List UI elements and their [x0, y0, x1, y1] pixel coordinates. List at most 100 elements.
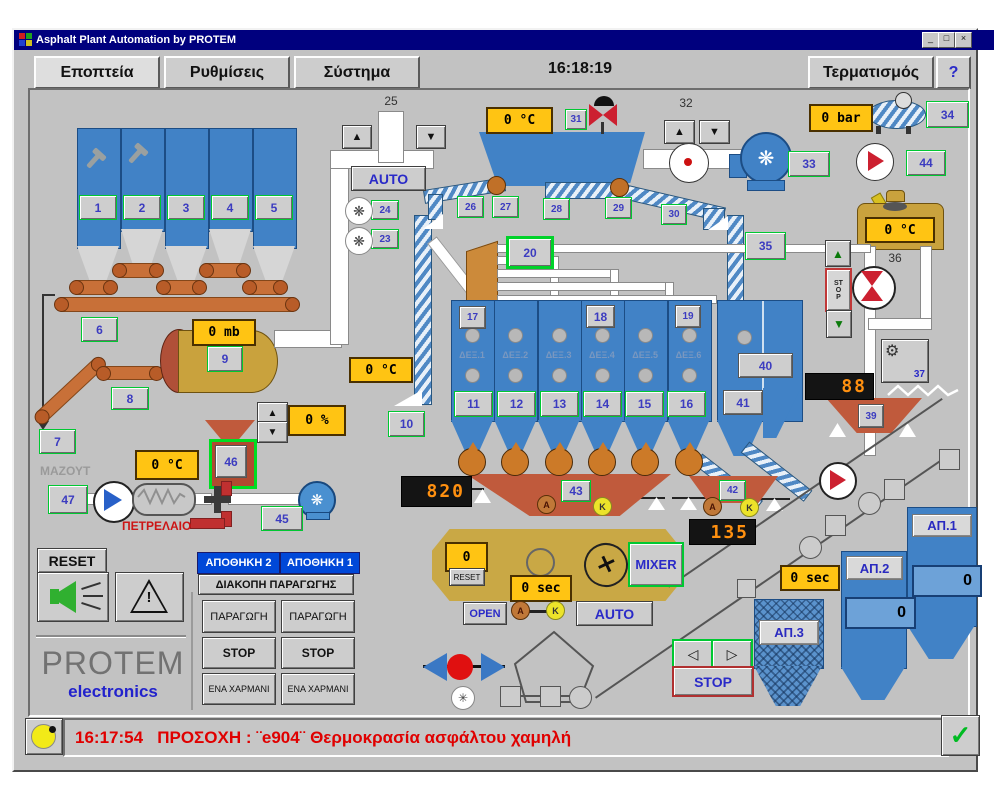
badge-15[interactable]: 15: [625, 391, 664, 417]
badge-9[interactable]: 9: [207, 346, 243, 372]
help-button[interactable]: ?: [936, 56, 971, 89]
alarm-confirm-button[interactable]: ✓: [941, 715, 980, 756]
badge-2[interactable]: 2: [123, 195, 161, 220]
production-button-2[interactable]: ΠΑΡΑΓΩΓΗ: [202, 600, 276, 633]
badge-23[interactable]: 23: [371, 229, 399, 249]
valve-icon: [603, 104, 617, 126]
badge-11[interactable]: 11: [454, 391, 493, 417]
badge-17[interactable]: 17: [459, 306, 486, 329]
logo-electronics: electronics: [68, 682, 158, 701]
badge-1[interactable]: 1: [79, 195, 117, 220]
hot-bin-label: ΔΕΞ.3: [545, 350, 572, 360]
badge-42[interactable]: 42: [719, 480, 746, 501]
gate-25-slider[interactable]: [378, 111, 404, 163]
badge-30[interactable]: 30: [661, 204, 687, 225]
badge-16[interactable]: 16: [667, 391, 706, 417]
skip-station: [500, 686, 521, 707]
level-sensor: [551, 368, 567, 383]
maximize-button[interactable]: □: [938, 32, 955, 48]
pressure-display-dryer: 0 mb: [192, 319, 256, 346]
mixer-reset-button[interactable]: RESET: [449, 568, 485, 586]
temp-display-filter: 0 °C: [349, 357, 413, 383]
badge-41[interactable]: 41: [723, 390, 763, 415]
burner-blower-base: [306, 512, 330, 520]
skip-stop-button[interactable]: STOP: [672, 666, 754, 697]
pump-37-button[interactable]: 37: [881, 339, 929, 383]
marker-K: K: [593, 497, 612, 516]
auto-button-mixer[interactable]: AUTO: [576, 601, 653, 626]
badge-34[interactable]: 34: [926, 101, 969, 128]
badge-33[interactable]: 33: [788, 151, 830, 177]
diverter-knob[interactable]: [447, 654, 473, 680]
badge-6[interactable]: 6: [81, 317, 118, 342]
horn-button[interactable]: [37, 572, 109, 622]
badge-46[interactable]: 46: [215, 445, 247, 478]
level-sensor: [638, 328, 654, 343]
burner-down-button[interactable]: ▼: [257, 421, 288, 443]
alarm-ack-button[interactable]: [25, 718, 63, 755]
pulley: [487, 176, 506, 195]
skip-right-button[interactable]: ▷: [711, 639, 753, 669]
stop-button-1[interactable]: STOP: [281, 637, 355, 669]
one-batch-button-2[interactable]: ΕΝΑ ΧΑΡΜΑΝΙ: [202, 673, 276, 705]
badge-10[interactable]: 10: [388, 411, 425, 437]
stop-button-2[interactable]: STOP: [202, 637, 276, 669]
badge-31[interactable]: 31: [565, 109, 587, 130]
badge-44[interactable]: 44: [906, 150, 946, 176]
auto-button-top[interactable]: AUTO: [351, 166, 426, 191]
shutdown-button[interactable]: Τερματισμός: [808, 56, 934, 89]
skip-station: [540, 686, 561, 707]
gate32-down-button[interactable]: ▼: [699, 120, 730, 144]
badge-27[interactable]: 27: [492, 196, 519, 218]
badge-45[interactable]: 45: [261, 506, 303, 531]
badge-20[interactable]: 20: [506, 236, 554, 269]
stop-production-button[interactable]: ΔΙΑΚΟΠΗ ΠΑΡΑΓΩΓΗΣ: [198, 574, 354, 595]
gate25-up-button[interactable]: ▲: [342, 125, 372, 149]
discharge-gate: [631, 442, 660, 476]
gate25-down-button[interactable]: ▼: [416, 125, 446, 149]
cold-feed-silo-5: [253, 128, 297, 249]
bitumen-stop-button[interactable]: STOP: [825, 268, 852, 312]
warehouse-1-header[interactable]: ΑΠΟΘΗΚΗ 1: [280, 552, 360, 574]
badge-43[interactable]: 43: [561, 480, 591, 502]
hot-elevator: [414, 215, 432, 405]
badge-7[interactable]: 7: [39, 429, 76, 454]
badge-14[interactable]: 14: [583, 391, 622, 417]
cold-feed-silo-3: [165, 128, 209, 249]
badge-3[interactable]: 3: [167, 195, 205, 220]
mixer-open-button[interactable]: OPEN: [463, 602, 507, 625]
badge-28[interactable]: 28: [543, 198, 570, 220]
badge-24[interactable]: 24: [371, 200, 399, 220]
badge-18[interactable]: 18: [586, 305, 615, 328]
mixer-button[interactable]: MIXER: [628, 542, 684, 587]
alarm-reset-button[interactable]: RESET: [37, 548, 107, 573]
warehouse-2-header[interactable]: ΑΠΟΘΗΚΗ 2: [197, 552, 280, 574]
badge-19[interactable]: 19: [675, 305, 701, 328]
discharge-gate: [544, 442, 573, 476]
bitumen-up-button[interactable]: ▲: [825, 240, 851, 267]
badge-8[interactable]: 8: [111, 387, 149, 410]
gate32-up-button[interactable]: ▲: [664, 120, 695, 144]
warning-button[interactable]: !: [115, 572, 184, 622]
badge-35[interactable]: 35: [745, 232, 786, 260]
badge-29[interactable]: 29: [605, 197, 632, 219]
bitumen-down-button[interactable]: ▼: [826, 310, 852, 338]
close-button[interactable]: ×: [955, 32, 972, 48]
badge-5[interactable]: 5: [255, 195, 293, 220]
production-button-1[interactable]: ΠΑΡΑΓΩΓΗ: [281, 600, 355, 633]
link-line: [519, 695, 541, 697]
badge-26[interactable]: 26: [457, 196, 484, 218]
badge-12[interactable]: 12: [497, 391, 536, 417]
warning-exclaim-icon: !: [146, 589, 152, 606]
badge-47[interactable]: 47: [48, 485, 88, 514]
skip-left-button[interactable]: ◁: [672, 639, 714, 669]
discharge-gate: [501, 442, 530, 476]
badge-4[interactable]: 4: [211, 195, 249, 220]
badge-39[interactable]: 39: [858, 404, 884, 428]
badge-40[interactable]: 40: [738, 353, 793, 378]
one-batch-button-1[interactable]: ΕΝΑ ΧΑΡΜΑΝΙ: [281, 673, 355, 705]
bitumen-valve-icon: [861, 271, 883, 286]
compressor-leg: [906, 126, 911, 134]
badge-13[interactable]: 13: [540, 391, 579, 417]
